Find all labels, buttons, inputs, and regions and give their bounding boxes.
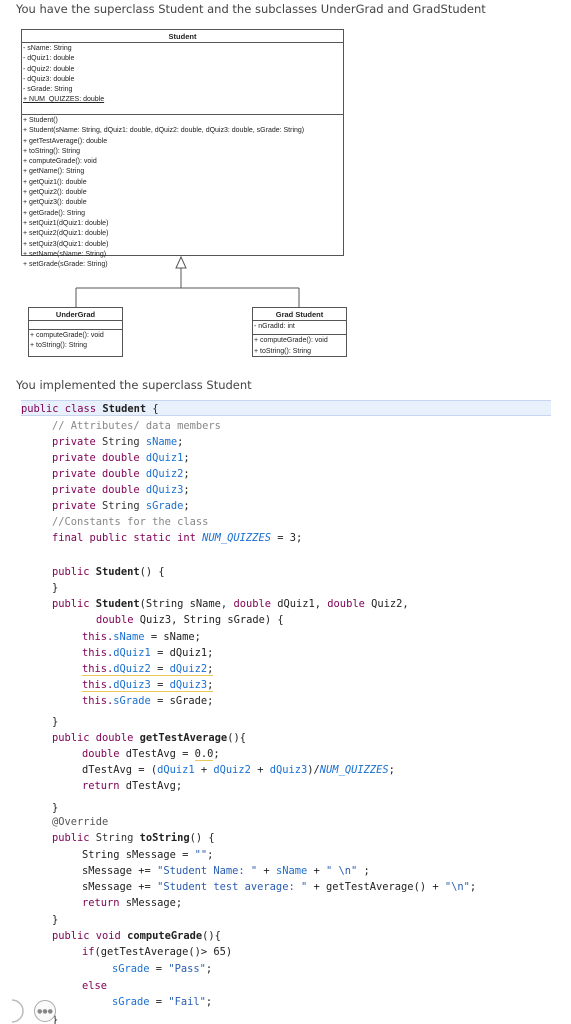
uml-method: + getGrade(): String — [23, 209, 86, 217]
uml-class-grad-student: Grad Student - nGradId: int + computeGra… — [252, 307, 347, 357]
code-line: this.dQuiz2 = dQuiz2; — [82, 663, 214, 676]
code-line: } — [52, 716, 59, 728]
uml-class-undergrad: UnderGrad + computeGrade(): void + toStr… — [28, 307, 123, 357]
uml-attribute: - dQuiz1: double — [23, 55, 75, 63]
uml-method: + setQuiz2(dQuiz1: double) — [23, 230, 109, 238]
uml-method: + computeGrade(): void — [254, 337, 328, 345]
code-line: public Student() { — [52, 566, 165, 578]
uml-attribute-static: + NUM_QUIZZES: double — [23, 96, 105, 104]
code-line: this.dQuiz1 = dQuiz1; — [82, 647, 214, 659]
uml-class-student: Student - sName: String - dQuiz1: double… — [21, 29, 344, 268]
uml-method: + computeGrade(): void — [23, 158, 97, 166]
section-label: You implemented the superclass Student — [16, 378, 252, 392]
code-line: this.dQuiz3 = dQuiz3; — [82, 679, 214, 692]
code-line: sGrade = "Fail"; — [112, 996, 213, 1008]
uml-attribute: - nGradId: int — [254, 323, 295, 330]
uml-method: + setGrade(sGrade: String) — [23, 261, 108, 269]
uml-attributes: - nGradId: int — [253, 321, 346, 336]
code-line: double Quiz3, String sGrade) { — [96, 614, 284, 626]
uml-method: + getQuiz1(): double — [23, 178, 87, 186]
uml-method: + getQuiz3(): double — [23, 199, 87, 207]
code-line: return dTestAvg; — [82, 780, 183, 792]
code-line: public String toString() { — [52, 832, 215, 844]
code-line: } — [52, 582, 59, 594]
uml-class-title: Grad Student — [253, 308, 346, 321]
code-line: this.sName = sName; — [82, 631, 201, 643]
code-listing: public class Student { // Attributes/ da… — [21, 400, 551, 1024]
code-line: if(getTestAverage()> 65) — [82, 946, 233, 958]
uml-attributes-empty — [29, 321, 122, 330]
code-line: sMessage += "Student test average: " + g… — [82, 881, 477, 893]
code-line: public class Student { — [21, 400, 551, 416]
uml-method: + setQuiz1(dQuiz1: double) — [23, 219, 109, 227]
uml-class-title: UnderGrad — [29, 308, 122, 321]
code-line: final public static int NUM_QUIZZES = 3; — [52, 532, 303, 544]
code-line: } — [52, 1014, 59, 1024]
uml-method: + toString(): String — [30, 342, 87, 350]
uml-method: + Student() — [23, 117, 58, 124]
code-line: public Student(String sName, double dQui… — [52, 598, 409, 610]
uml-methods: + computeGrade(): void + toString(): Str… — [29, 330, 122, 354]
uml-methods: + computeGrade(): void + toString(): Str… — [253, 335, 346, 359]
code-line: return sMessage; — [82, 897, 183, 909]
uml-method: + getQuiz2(): double — [23, 189, 87, 197]
uml-method: + setName(sName: String) — [23, 250, 107, 258]
code-line: private String sGrade; — [52, 500, 190, 512]
code-line: } — [52, 914, 59, 926]
uml-class-title: Student — [22, 30, 343, 43]
uml-method: + computeGrade(): void — [30, 332, 104, 339]
code-line: // Attributes/ data members — [52, 420, 221, 432]
code-line: public void computeGrade(){ — [52, 930, 221, 942]
uml-attributes: - sName: String - dQuiz1: double - dQuiz… — [22, 43, 343, 115]
code-line: sMessage += "Student Name: " + sName + "… — [82, 865, 370, 877]
code-line: this.sGrade = sGrade; — [82, 695, 214, 707]
code-line: private double dQuiz1; — [52, 452, 190, 464]
intro-text: You have the superclass Student and the … — [16, 2, 486, 16]
uml-attribute: - dQuiz2: double — [23, 65, 75, 73]
code-line: public double getTestAverage(){ — [52, 732, 246, 744]
uml-method: + Student(sName: String, dQuiz1: double,… — [23, 127, 305, 135]
uml-attribute: - sName: String — [23, 45, 72, 52]
code-line: else — [82, 980, 108, 992]
code-line: @Override — [52, 816, 109, 828]
gutter-marker-icon[interactable] — [2, 998, 28, 1024]
uml-method: + toString(): String — [254, 347, 311, 355]
code-line: private String sName; — [52, 436, 184, 448]
code-line: String sMessage = ""; — [82, 849, 214, 861]
code-line: //Constants for the class — [52, 516, 209, 528]
uml-methods: + Student() + Student(sName: String, dQu… — [22, 115, 343, 272]
code-line: sGrade = "Pass"; — [112, 963, 213, 975]
code-folding-icon[interactable]: ●●● — [34, 1000, 56, 1022]
code-line: } — [52, 802, 59, 814]
uml-method: + getTestAverage(): double — [23, 137, 108, 145]
code-line: double dTestAvg = 0.0; — [82, 748, 220, 761]
uml-attribute: - sGrade: String — [23, 86, 73, 94]
code-line: private double dQuiz2; — [52, 468, 190, 480]
uml-attribute: - dQuiz3: double — [23, 75, 75, 83]
uml-method: + getName(): String — [23, 168, 85, 176]
uml-method: + setQuiz3(dQuiz1: double) — [23, 240, 109, 248]
code-line: dTestAvg = (dQuiz1 + dQuiz2 + dQuiz3)/NU… — [82, 764, 395, 776]
uml-method: + toString(): String — [23, 147, 80, 155]
code-line: private double dQuiz3; — [52, 484, 190, 496]
